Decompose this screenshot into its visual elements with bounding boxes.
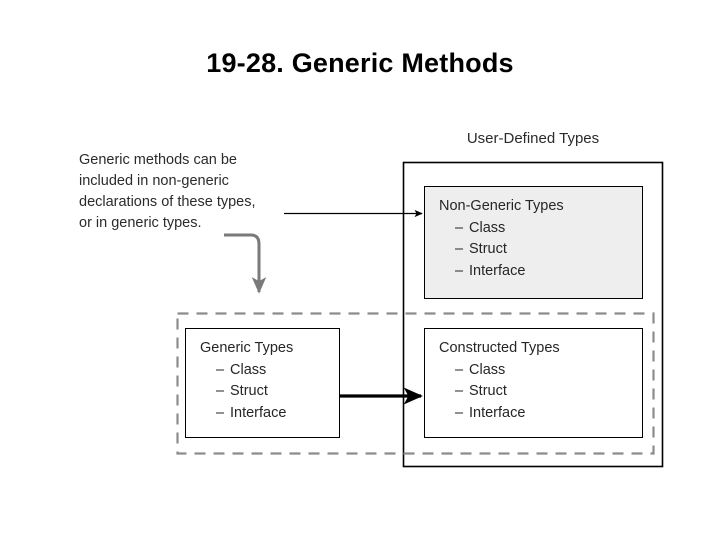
- generic-region-dashed-frame: [176, 312, 655, 455]
- dash-glyph: –: [455, 383, 464, 399]
- dash-glyph: –: [216, 404, 225, 421]
- list-item: –Struct: [455, 239, 642, 261]
- page-title: 19-28. Generic Methods: [206, 48, 514, 78]
- list-item: –Interface: [455, 403, 642, 425]
- list-item: –Struct: [455, 381, 642, 403]
- annotation-line-1: Generic methods can be: [79, 152, 237, 168]
- list-item-label: Class: [469, 361, 506, 378]
- box-constructed-types-title: Constructed Types: [439, 340, 560, 356]
- list-item: –Class: [216, 360, 339, 382]
- connector-note-to-generic-region: [224, 233, 267, 294]
- box-constructed-types[interactable]: Constructed Types –Class –Struct –Interf…: [424, 328, 643, 438]
- box-generic-types-title: Generic Types: [200, 340, 294, 356]
- dash-glyph: –: [216, 361, 225, 378]
- list-item: –Class: [455, 360, 642, 382]
- box-generic-types[interactable]: Generic Types –Class –Struct –Interface: [185, 328, 340, 438]
- annotation-line-3: declarations of these types,: [79, 194, 256, 210]
- list-item: –Interface: [455, 261, 642, 283]
- annotation-line-2: included in non-generic: [79, 173, 229, 189]
- list-item-label: Interface: [230, 404, 287, 421]
- list-item-label: Struct: [230, 383, 268, 399]
- list-item: –Class: [455, 218, 642, 240]
- box-non-generic-types-title: Non-Generic Types: [439, 198, 564, 214]
- annotation-note: Generic methods can be included in non-g…: [79, 150, 294, 234]
- dash-glyph: –: [455, 219, 464, 236]
- dash-glyph: –: [455, 361, 464, 378]
- box-constructed-types-list: –Class –Struct –Interface: [439, 360, 642, 425]
- list-item-label: Class: [469, 219, 506, 236]
- dash-glyph: –: [455, 241, 464, 257]
- list-item-label: Interface: [469, 404, 526, 421]
- list-item: –Struct: [216, 381, 339, 403]
- user-defined-types-caption: User-Defined Types: [466, 130, 600, 147]
- box-non-generic-types[interactable]: Non-Generic Types –Class –Struct –Interf…: [424, 186, 643, 299]
- dash-glyph: –: [455, 404, 464, 421]
- list-item-label: Class: [230, 361, 267, 378]
- user-defined-types-frame: [402, 161, 664, 468]
- box-non-generic-types-list: –Class –Struct –Interface: [439, 218, 642, 283]
- list-item: –Interface: [216, 403, 339, 425]
- list-item-label: Struct: [469, 383, 507, 399]
- dash-glyph: –: [216, 383, 225, 399]
- annotation-line-4: or in generic types.: [79, 215, 202, 231]
- box-generic-types-list: –Class –Struct –Interface: [200, 360, 339, 425]
- list-item-label: Interface: [469, 262, 526, 279]
- list-item-label: Struct: [469, 241, 507, 257]
- dash-glyph: –: [455, 262, 464, 279]
